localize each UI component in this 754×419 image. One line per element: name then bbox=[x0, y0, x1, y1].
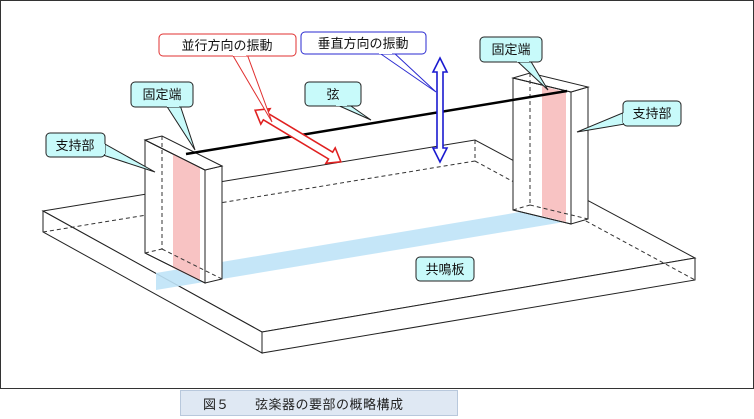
vertical-vibration-arrow bbox=[431, 56, 449, 164]
vertical-vibration-label: 垂直方向の振動 bbox=[317, 36, 408, 52]
caption-number: 図５ bbox=[203, 397, 230, 413]
support-right-label: 支持部 bbox=[632, 107, 671, 122]
parallel-vibration-label: 並行方向の振動 bbox=[181, 38, 272, 54]
support-left-label: 支持部 bbox=[55, 139, 94, 154]
fixed-end-right-label: 固定端 bbox=[491, 43, 530, 58]
left-support-block bbox=[143, 135, 224, 284]
caption-text: 弦楽器の要部の概略構成 bbox=[255, 397, 404, 413]
figure-caption: 図５ 弦楽器の要部の概略構成 bbox=[180, 390, 458, 416]
left-fixed-end-strip bbox=[173, 154, 200, 281]
string-label: 弦 bbox=[326, 87, 339, 103]
callout-fixed-end-left: 固定端 bbox=[130, 81, 196, 151]
callout-soundboard: 共鳴板 bbox=[415, 256, 475, 282]
callout-support-right: 支持部 bbox=[576, 100, 682, 133]
callout-parallel-vibration: 並行方向の振動 bbox=[158, 33, 297, 123]
fixed-end-left-label: 固定端 bbox=[142, 88, 181, 103]
string-line bbox=[185, 89, 568, 156]
right-fixed-end-strip bbox=[542, 86, 566, 222]
callout-string: 弦 bbox=[304, 81, 372, 121]
soundboard-label: 共鳴板 bbox=[425, 263, 464, 278]
callout-vertical-vibration: 垂直方向の振動 bbox=[300, 31, 437, 93]
callout-support-left: 支持部 bbox=[45, 132, 156, 173]
resonance-band bbox=[156, 202, 588, 290]
right-support-block bbox=[511, 72, 590, 225]
callout-fixed-end-right: 固定端 bbox=[479, 36, 549, 91]
